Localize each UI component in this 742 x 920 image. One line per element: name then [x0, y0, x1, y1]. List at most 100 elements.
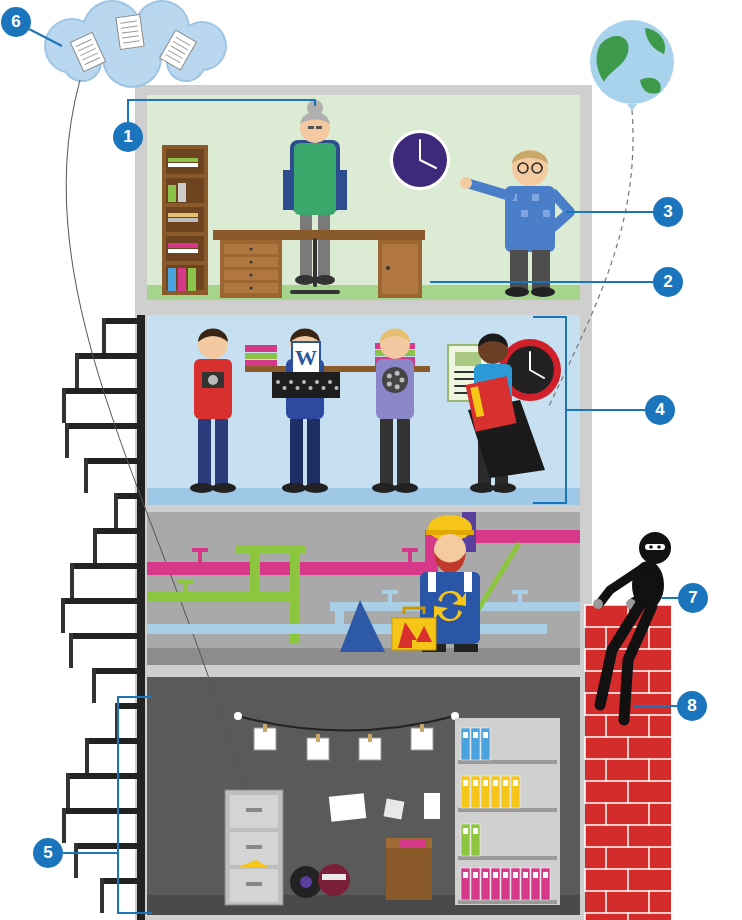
binder: [501, 776, 510, 808]
typewriter-key: [276, 380, 280, 384]
binder: [461, 728, 470, 760]
pointing-arm: [470, 184, 510, 196]
sync-arrow: [438, 591, 466, 606]
stair-tread: [62, 388, 141, 394]
leg: [380, 419, 393, 487]
binder-label: [513, 872, 518, 878]
mortar-line: [584, 781, 586, 803]
valve-stem: [518, 590, 522, 604]
mortar-line: [605, 759, 607, 781]
mortar-line: [605, 627, 607, 649]
shoe: [531, 287, 555, 297]
loose-paper: [384, 799, 405, 820]
drawer: [224, 283, 278, 293]
sweater-pattern: [543, 210, 550, 217]
paper-sheet: [116, 14, 144, 49]
stair-riser: [69, 633, 73, 668]
mortar-line: [585, 802, 671, 804]
mortar-line: [648, 715, 650, 737]
leg: [215, 419, 228, 487]
leg: [532, 250, 550, 290]
drawer-knob: [250, 287, 253, 290]
paper-line: [166, 55, 180, 63]
glasses: [518, 163, 528, 173]
binder: [481, 776, 490, 808]
hair: [300, 112, 330, 124]
toolbox: [392, 618, 436, 650]
hair: [478, 334, 508, 348]
stair-tread: [102, 318, 141, 324]
paper-line: [123, 41, 139, 43]
cabinet-drawer: [230, 869, 278, 902]
stair-tread: [62, 808, 141, 814]
sweater-pattern: [521, 210, 528, 217]
mortar-line: [648, 847, 650, 869]
mortar-line: [584, 825, 586, 847]
cabinet-drawer: [230, 795, 278, 828]
staircase: [61, 315, 145, 920]
callout-number: 3: [653, 197, 683, 227]
typewriter-key: [335, 386, 339, 390]
notice-image: [455, 352, 481, 366]
shirt: [376, 359, 414, 419]
shelf-slot: [166, 149, 204, 174]
typewriter-key: [296, 386, 300, 390]
head: [380, 329, 410, 359]
desk-top: [213, 230, 425, 240]
binder: [521, 868, 530, 900]
boot: [454, 644, 478, 652]
typewriter-key: [315, 380, 319, 384]
drawer: [224, 244, 278, 254]
leader-line: [662, 597, 678, 599]
binder: [245, 353, 277, 359]
office-carpet: [147, 285, 580, 300]
binder: [245, 360, 277, 366]
book: [168, 163, 198, 167]
stair-riser: [74, 843, 78, 878]
book: [168, 158, 198, 162]
paper-line: [81, 49, 96, 56]
head: [198, 329, 228, 359]
binder: [461, 824, 470, 856]
clock-rim: [390, 130, 450, 190]
toolbox-arrow: [398, 622, 417, 648]
team-member: [190, 329, 236, 494]
chair-stem: [313, 240, 317, 285]
stair-riser: [100, 878, 104, 913]
stair-riser: [65, 423, 69, 458]
binder-label: [463, 828, 468, 834]
typewriter-key: [302, 380, 306, 384]
callout-number: 5: [33, 838, 63, 868]
valve-stem: [408, 548, 412, 562]
document-cloud: [44, 0, 227, 88]
loose-paper: [329, 793, 366, 822]
archive-floor: [147, 677, 580, 915]
mortar-line: [584, 649, 586, 671]
shoe: [315, 275, 335, 285]
book: [168, 243, 198, 248]
stair-riser: [114, 493, 118, 528]
clothes-peg: [316, 734, 320, 742]
binder: [491, 868, 500, 900]
leader-line: [634, 705, 677, 707]
binder: [471, 728, 480, 760]
clock-face: [506, 346, 554, 394]
binder-label: [483, 872, 488, 878]
stair-tread: [84, 458, 141, 464]
sweater: [294, 143, 336, 215]
typewriter-key: [322, 386, 326, 390]
drawer-handle: [246, 808, 262, 812]
paper-line: [123, 36, 139, 38]
hip-arm: [552, 192, 570, 228]
word-page: [292, 342, 320, 374]
drawer-handle: [246, 845, 262, 849]
leader-line: [128, 100, 315, 122]
paper-sheet: [70, 32, 105, 71]
drawer-knob: [250, 261, 253, 264]
stair-riser: [61, 598, 65, 633]
storage-box: [386, 845, 432, 900]
ninja-eyes: [645, 544, 665, 550]
leader-line: [29, 29, 62, 46]
